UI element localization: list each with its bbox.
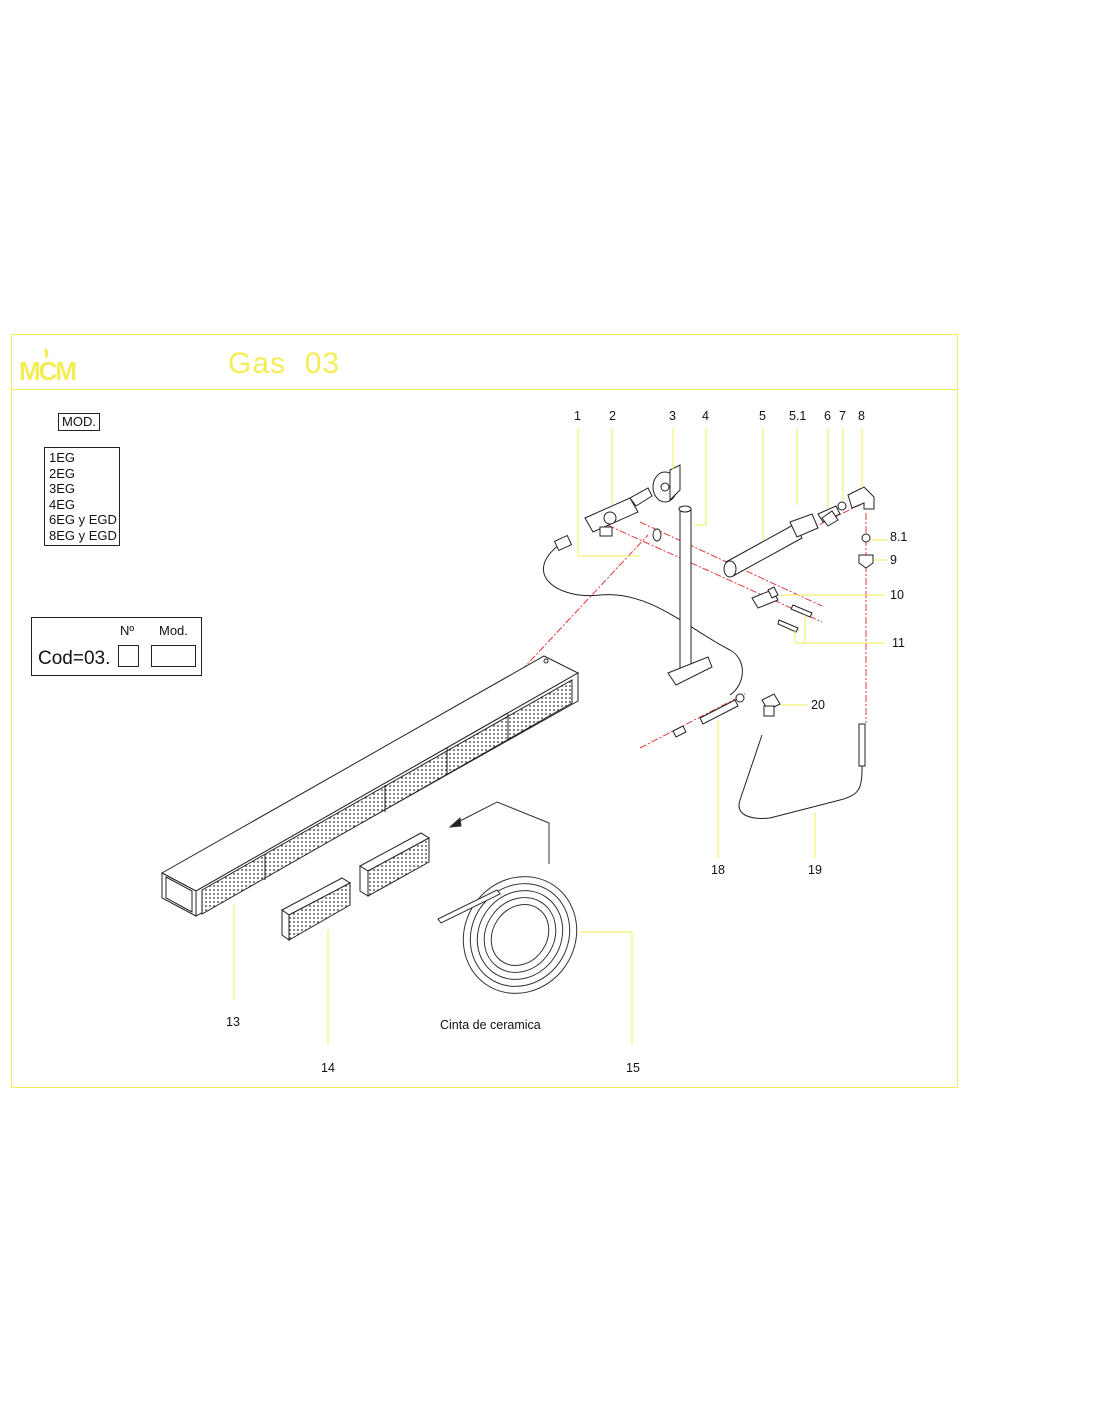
- model-item: 6EG y EGD: [49, 512, 117, 528]
- part-label-8: 8: [858, 409, 865, 423]
- ceramic-tape-caption: Cinta de ceramica: [440, 1018, 541, 1032]
- part-label-7: 7: [839, 409, 846, 423]
- thermocouple: [738, 723, 866, 819]
- thermocouple-cable: [543, 534, 743, 696]
- part-label-11: 11: [892, 636, 905, 650]
- injector-tube: [723, 505, 841, 578]
- part-label-8-1: 8.1: [890, 530, 907, 544]
- part-label-6: 6: [824, 409, 831, 423]
- part-label-14: 14: [321, 1061, 335, 1075]
- logo-text: MCM: [19, 356, 75, 385]
- code-number-label: Nº: [120, 623, 135, 638]
- part-label-10: 10: [890, 588, 904, 602]
- header-divider: [11, 389, 958, 390]
- mod-label: MOD.: [58, 413, 100, 431]
- part-label-19: 19: [808, 863, 822, 877]
- support-arm: [652, 464, 713, 686]
- part-label-15: 15: [626, 1061, 640, 1075]
- model-item: 3EG: [49, 481, 76, 497]
- part-label-2: 2: [609, 409, 616, 423]
- sheet-frame: [11, 334, 958, 1088]
- part-label-20: 20: [811, 698, 825, 712]
- part-label-5-1: 5.1: [789, 409, 806, 423]
- bracket-and-screws: [751, 586, 813, 633]
- gas-valve: [584, 487, 662, 542]
- leader-lines: [233, 428, 888, 1045]
- model-item: 2EG: [49, 465, 76, 481]
- code-box: Nº Mod. Cod=03.: [31, 617, 202, 676]
- part-label-3: 3: [669, 409, 676, 423]
- model-item: 4EG: [49, 496, 76, 512]
- part-label-13: 13: [226, 1015, 240, 1029]
- code-number-field: [118, 645, 139, 667]
- code-model-label: Mod.: [159, 623, 188, 638]
- part-label-4: 4: [702, 409, 709, 423]
- ceramic-blocks: [281, 832, 430, 941]
- part-label-9: 9: [890, 553, 897, 567]
- model-list: 1EG 2EG 3EG 4EG 6EG y EGD 8EG y EGD: [44, 447, 120, 546]
- model-item: 1EG: [49, 450, 76, 465]
- page-title: Gas 03: [228, 347, 341, 380]
- plug-part: [761, 693, 781, 717]
- part-label-5: 5: [759, 409, 766, 423]
- mcm-logo: MCM: [19, 347, 77, 385]
- burner-body: [160, 655, 580, 917]
- part-label-1: 1: [574, 409, 581, 423]
- spark-plug: [672, 693, 745, 738]
- model-item: 8EG y EGD: [49, 527, 117, 543]
- code-prefix: Cod=03.: [38, 648, 111, 669]
- code-model-field: [151, 645, 196, 667]
- fittings: [821, 486, 875, 569]
- part-label-18: 18: [711, 863, 725, 877]
- ceramic-tape-coil: [437, 801, 578, 994]
